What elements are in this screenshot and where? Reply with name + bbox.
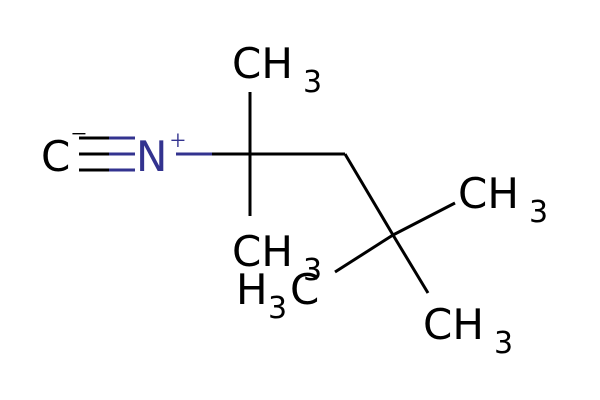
atom-label-tbutyl-methyl-left-c: C — [290, 265, 319, 314]
charge-minus: − — [71, 119, 87, 150]
triple-bond-c-n — [79, 136, 135, 172]
atom-label-tbutyl-methyl-left-h: H — [236, 265, 268, 314]
bond-c4-methyl-right — [392, 201, 456, 237]
subscript-methyl-bottom: 3 — [303, 253, 322, 288]
subscript-methyl-top: 3 — [303, 65, 322, 100]
subscript-tbutyl-methyl-right: 3 — [529, 195, 548, 230]
charge-plus: + — [170, 126, 186, 157]
atom-label-tbutyl-methyl-right: CH — [458, 169, 519, 218]
bond-c4-methyl-left — [334, 233, 394, 274]
subscript-tbutyl-methyl-left: 3 — [268, 291, 287, 326]
atom-label-methyl-bottom: CH — [232, 227, 293, 276]
bond-ch2-c4 — [343, 153, 395, 236]
subscript-tbutyl-methyl-bottom: 3 — [494, 326, 513, 361]
atom-label-nitrogen: N — [136, 132, 167, 181]
atom-label-isocyanide-carbon: C — [41, 132, 70, 181]
atom-label-tbutyl-methyl-bottom: CH — [423, 300, 484, 349]
bond-c4-methyl-bottom — [391, 234, 430, 294]
atom-label-methyl-top: CH — [232, 39, 293, 88]
